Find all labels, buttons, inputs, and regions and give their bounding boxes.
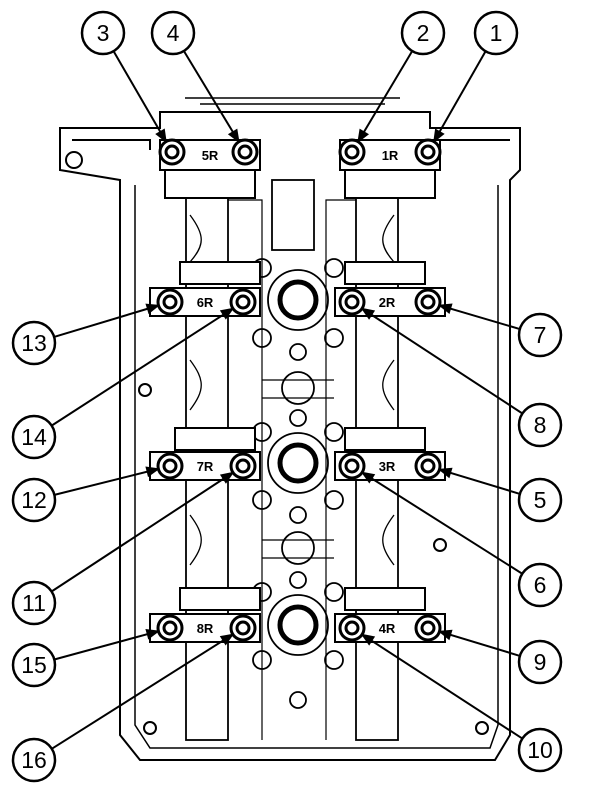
leader-line-6: [362, 472, 523, 575]
bolt-12: [156, 452, 184, 480]
arrow-head-11: [219, 471, 235, 484]
cap-label-3r: 3R: [379, 459, 396, 474]
arrow-head-4: [227, 128, 240, 144]
callout-number: 15: [21, 652, 47, 678]
callout-number: 3: [97, 20, 110, 46]
bolt-11: [229, 452, 257, 480]
bolt-9: [414, 614, 442, 642]
center-column: [252, 179, 344, 709]
callout-number: 11: [22, 590, 46, 616]
bolt-5: [414, 452, 442, 480]
arrow-head-6: [360, 471, 376, 484]
cap-label-2r: 2R: [379, 295, 396, 310]
callout-10: 10: [517, 727, 563, 773]
callout-14: 14: [11, 414, 57, 460]
callout-15: 15: [11, 642, 57, 688]
callout-number: 12: [21, 487, 47, 513]
arrow-head-14: [219, 307, 235, 320]
callout-number: 5: [534, 487, 547, 513]
callout-number: 2: [417, 20, 430, 46]
bolt-1: [414, 138, 442, 166]
leader-line-3: [112, 50, 167, 142]
cap-labels: 5R 1R 6R 2R 7R 3R 8R 4R: [197, 148, 399, 636]
callout-9: 9: [517, 639, 563, 685]
arrow-head-1: [433, 128, 445, 144]
arrow-head-13: [145, 303, 161, 315]
arrow-head-9: [437, 629, 453, 641]
callout-7: 7: [517, 312, 563, 358]
leader-line-9: [440, 630, 521, 657]
bolt-14: [229, 288, 257, 316]
callout-2: 2: [400, 10, 446, 56]
bolt-3: [158, 138, 186, 166]
leader-line-11: [51, 472, 233, 593]
callout-12: 12: [11, 477, 57, 523]
callout-5: 5: [517, 477, 563, 523]
leader-line-15: [54, 630, 158, 661]
arrow-head-5: [437, 467, 453, 479]
leader-lines: [51, 50, 523, 750]
callout-13: 13: [11, 320, 57, 366]
cap-label-1r: 1R: [382, 148, 399, 163]
bolt-13: [156, 288, 184, 316]
callout-number: 4: [167, 20, 180, 46]
leader-line-10: [362, 634, 523, 740]
leader-line-7: [440, 304, 521, 331]
cylinder-head-outline: [59, 97, 521, 761]
leader-line-14: [51, 308, 233, 427]
cap-bolts: [156, 138, 442, 642]
callout-8: 8: [517, 402, 563, 448]
bolt-7: [414, 288, 442, 316]
callout-16: 16: [11, 737, 57, 783]
arrow-head-3: [155, 128, 167, 144]
cap-label-7r: 7R: [197, 459, 214, 474]
callout-number: 8: [534, 412, 547, 438]
leader-line-5: [440, 468, 521, 495]
bolt-8: [338, 288, 366, 316]
callout-number: 6: [534, 572, 547, 598]
leader-line-12: [54, 468, 158, 496]
cap-label-6r: 6R: [197, 295, 214, 310]
callout-number: 7: [534, 322, 547, 348]
bolt-6: [338, 452, 366, 480]
bolt-10: [338, 614, 366, 642]
callout-1: 1: [473, 10, 519, 56]
callout-4: 4: [150, 10, 196, 56]
bolt-16: [229, 614, 257, 642]
arrow-head-12: [145, 466, 161, 478]
arrow-head-2: [357, 128, 370, 144]
callout-11: 11: [11, 580, 57, 626]
arrow-head-7: [437, 303, 453, 315]
leader-line-4: [183, 50, 240, 142]
callout-6: 6: [517, 562, 563, 608]
bolt-4: [231, 138, 259, 166]
bearing-caps: [149, 139, 446, 643]
callout-number: 14: [21, 424, 47, 450]
callout-number: 9: [534, 649, 547, 675]
leader-line-2: [357, 50, 414, 142]
bolt-2: [338, 138, 366, 166]
callouts: 1 2 3 4 5 6 7 8 9 10 11 12 13 14 15 16: [11, 10, 563, 783]
callout-number: 10: [527, 737, 553, 763]
arrow-head-8: [360, 307, 376, 320]
arrow-head-16: [219, 633, 235, 646]
leader-line-8: [362, 308, 523, 415]
arrow-head-15: [145, 629, 161, 640]
leader-line-1: [433, 50, 487, 142]
bolt-15: [156, 614, 184, 642]
cap-label-8r: 8R: [197, 621, 214, 636]
callout-number: 1: [490, 20, 503, 46]
cap-label-5r: 5R: [202, 148, 219, 163]
leader-line-16: [51, 634, 233, 750]
leader-line-13: [53, 304, 158, 338]
callout-number: 13: [21, 330, 47, 356]
arrow-head-10: [360, 633, 376, 646]
cap-label-4r: 4R: [379, 621, 396, 636]
callout-3: 3: [80, 10, 126, 56]
callout-number: 16: [21, 747, 47, 773]
